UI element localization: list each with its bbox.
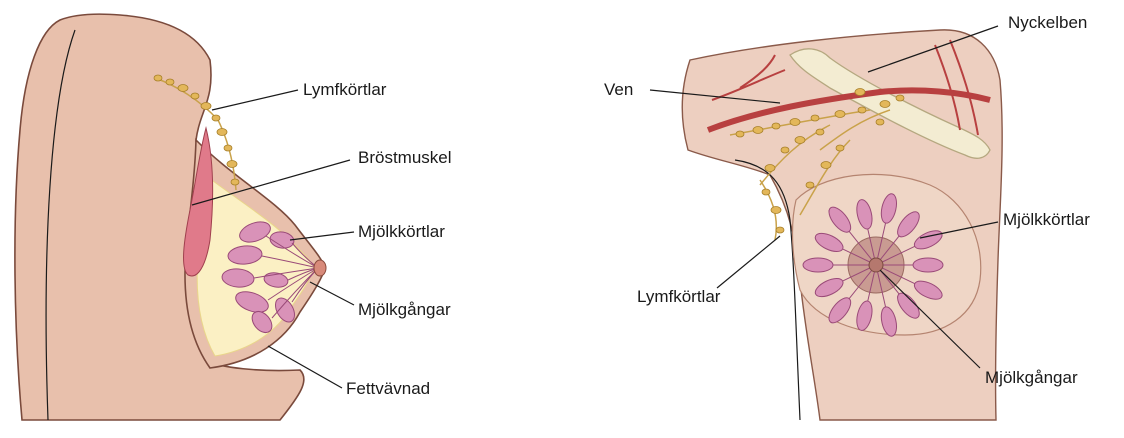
left-label-milk-glands: Mjölkkörtlar — [358, 222, 445, 241]
right-milk-lobe — [803, 258, 833, 272]
left-label-lymph-nodes: Lymfkörtlar — [303, 80, 387, 99]
right-nipple — [869, 258, 883, 272]
right-lymph-leader — [717, 236, 780, 288]
right-label-lymph-nodes: Lymfkörtlar — [637, 287, 721, 306]
left-label-chest-muscle: Bröstmuskel — [358, 148, 452, 167]
left-label-fatty-tissue: Fettvävnad — [346, 379, 430, 398]
right-label-collarbone: Nyckelben — [1008, 13, 1087, 32]
right-label-vein: Ven — [604, 80, 633, 99]
left-nipple — [314, 260, 326, 276]
right-milk-lobe — [913, 258, 943, 272]
left-lymph-leader — [212, 90, 298, 110]
right-figure: Nyckelben Ven Mjölkkörtlar Lymfkörtlar M… — [604, 13, 1090, 420]
right-label-milk-ducts: Mjölkgångar — [985, 368, 1078, 387]
right-label-milk-glands: Mjölkkörtlar — [1003, 210, 1090, 229]
left-label-milk-ducts: Mjölkgångar — [358, 300, 451, 319]
left-figure: Lymfkörtlar Bröstmuskel Mjölkkörtlar Mjö… — [15, 14, 452, 420]
left-ducts-leader — [310, 282, 354, 305]
